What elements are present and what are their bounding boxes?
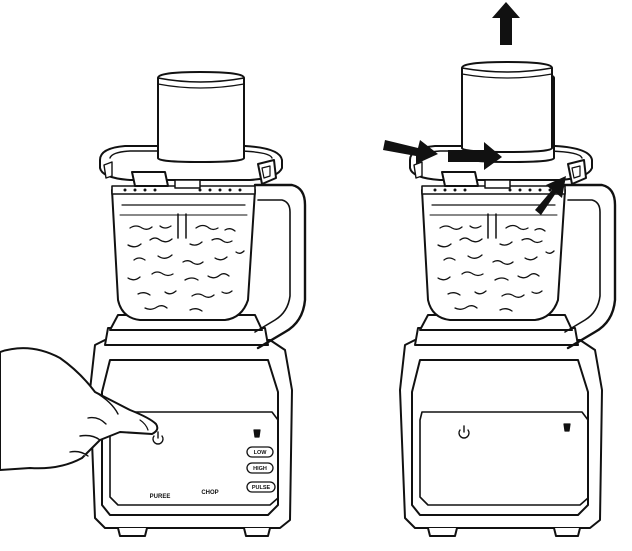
left-food-processor: LOW HIGH PULSE PUREE CHOP [0,70,307,538]
right-arrow-icon [448,142,502,170]
pulse-label: PULSE [252,485,271,491]
low-label: LOW [254,450,268,456]
cup-icon [253,429,261,438]
high-label: HIGH [253,466,267,472]
power-icon [152,431,164,445]
food-pusher [461,61,553,153]
up-arrow-icon [492,2,520,45]
right-arrow-icon [383,140,438,164]
puree-label: PUREE [150,494,171,500]
power-icon [458,425,470,439]
cup-icon [563,423,571,432]
diagonal-arrow-icon [535,176,566,215]
pulse-button[interactable]: PULSE [246,481,276,493]
right-food-processor [398,61,617,538]
hand-illustration [0,347,159,471]
high-button[interactable]: HIGH [246,462,274,474]
chop-label: CHOP [201,490,218,496]
low-button[interactable]: LOW [246,446,274,458]
